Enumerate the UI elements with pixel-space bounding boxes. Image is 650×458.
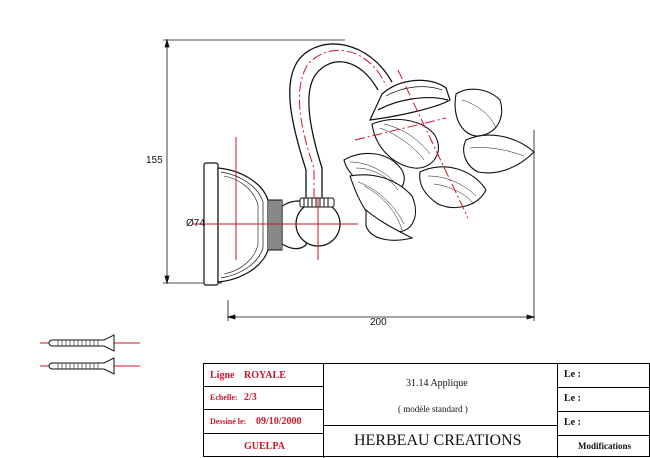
curved-arm: [289, 43, 393, 198]
petal-hatching: [349, 99, 525, 231]
modifications-label: Modifications: [578, 441, 631, 451]
author: GUELPA: [244, 441, 285, 452]
le-label-1: Le :: [564, 369, 581, 380]
echelle-cell: Echelle: 2/3: [204, 387, 324, 410]
arm-collar: [299, 197, 335, 208]
wall-plate: [203, 162, 269, 286]
width-label: 200: [370, 317, 387, 328]
screw-2: [40, 357, 140, 375]
company-cell: HERBEAU CREATIONS: [324, 426, 558, 458]
echelle-label: Echelle:: [210, 393, 238, 402]
modifications-cell: Modifications: [558, 436, 650, 458]
center-axes: [193, 49, 469, 260]
dessine-label: Dessiné le:: [210, 417, 247, 426]
ball-joint: [281, 200, 341, 250]
screw-1: [40, 334, 140, 352]
reference: 31.14 Applique: [406, 378, 468, 389]
echelle-value: 2/3: [244, 392, 257, 403]
dessine-cell: Dessiné le: 09/10/2000: [204, 410, 324, 434]
width-dimension: [226, 130, 536, 321]
le-label-3: Le :: [564, 417, 581, 428]
title-block: Ligne ROYALE Echelle: 2/3 Dessiné le: 09…: [203, 363, 650, 458]
height-dimension: [163, 38, 345, 285]
le-cell-1: Le :: [558, 364, 650, 388]
dessine-value: 09/10/2000: [256, 416, 302, 427]
le-cell-2: Le :: [558, 388, 650, 412]
variant: ( modèle standard ): [398, 404, 468, 414]
diameter-label: Ø74: [186, 218, 205, 229]
company: HERBEAU CREATIONS: [354, 432, 522, 449]
shade-cap: [368, 79, 451, 121]
knurled-ring: [267, 199, 283, 251]
reference-cell: 31.14 Applique ( modèle standard ): [324, 364, 558, 426]
ligne-label: Ligne: [210, 370, 235, 381]
le-cell-3: Le :: [558, 412, 650, 436]
tulip-petals: [343, 88, 535, 241]
ligne-cell: Ligne ROYALE: [204, 364, 324, 387]
le-label-2: Le :: [564, 393, 581, 404]
author-cell: GUELPA: [204, 434, 324, 458]
height-label: 155: [146, 155, 163, 166]
ligne-value: ROYALE: [244, 370, 286, 381]
